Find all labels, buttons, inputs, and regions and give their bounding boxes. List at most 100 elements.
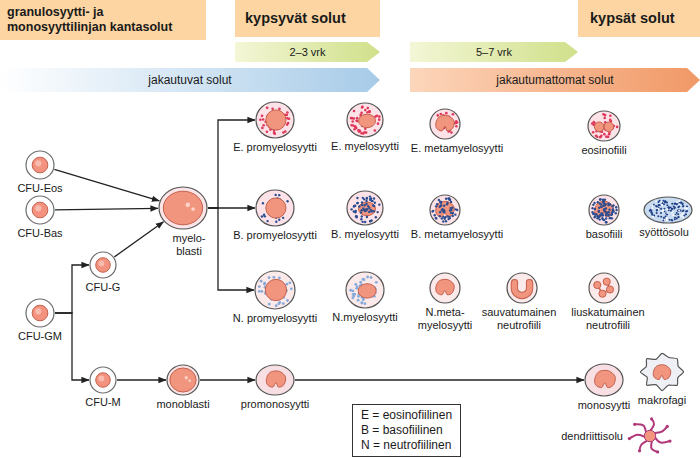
cell-granule [607, 214, 609, 216]
cell-granule [286, 123, 289, 126]
cell-granule [354, 211, 356, 213]
blast-cell: monoblasti [166, 364, 200, 396]
cell-drawing [255, 189, 295, 227]
cell-nucleus [595, 201, 613, 216]
cell-membrane [347, 191, 383, 225]
cell-nucleus [266, 371, 285, 387]
lineage-arrow [55, 313, 89, 380]
cell-granule [363, 209, 365, 211]
cell-label: sauvatumainen neutrofiili [479, 306, 559, 331]
cell-granule [282, 302, 285, 305]
cell-granule [680, 202, 682, 204]
cell-granule [286, 111, 289, 114]
cell-granule [671, 220, 673, 222]
cell-granule [609, 217, 611, 219]
cell-granule [660, 208, 662, 210]
cell-granule [365, 203, 367, 205]
cell-granule [605, 221, 607, 223]
cell-drawing [588, 272, 620, 304]
cell-nucleus [644, 430, 656, 442]
cell-granule [676, 201, 678, 203]
cell-granule [369, 198, 371, 200]
cell-granule [360, 302, 363, 305]
cell-granule [286, 200, 288, 202]
cell-granule [261, 127, 264, 130]
cell-granule [441, 217, 443, 219]
cell-granule [447, 218, 449, 220]
cell-name: E. promyelosyytti [233, 141, 317, 154]
cell-granule [650, 211, 652, 213]
cell-granule [366, 276, 369, 279]
cell-membrane [589, 195, 619, 225]
cell-granule [261, 115, 264, 118]
cell-drawing [255, 101, 295, 139]
cell-granule [353, 110, 356, 113]
cell-granule [373, 197, 375, 199]
cell-name: CFU-GM [18, 330, 62, 343]
cell-granule [604, 114, 607, 117]
cell-granule [456, 121, 459, 124]
cell-name: myelo- blasti [167, 232, 211, 257]
cell-granule [593, 121, 596, 124]
cell-granule [597, 217, 599, 219]
lineage-arrow [208, 120, 255, 208]
cell-drawing [346, 190, 384, 226]
cell-membrane [430, 195, 460, 225]
cell-granule [366, 197, 368, 199]
macrophage-cell: makrofagi [639, 352, 685, 392]
cell-granule [651, 214, 653, 216]
cell-granule [441, 209, 443, 211]
cell-granule [355, 215, 357, 217]
cell-membrane [26, 151, 54, 179]
stem-cell: CFU-M [89, 366, 117, 394]
cell-label: monoblasti [156, 398, 209, 411]
cell-process [629, 435, 644, 439]
cell-membrane [256, 102, 294, 138]
cell-granule [607, 135, 610, 138]
abbreviation-text: N = neutrofiilinen [361, 438, 452, 453]
time-arrow: 5–7 vrk [410, 42, 578, 62]
cell-granule [456, 209, 458, 211]
cell-name: B. myelosyytti [331, 228, 399, 241]
cell-granule [609, 119, 612, 122]
granulocyte-cell: B. promyelosyytti [255, 189, 295, 227]
cell-membrane [167, 365, 199, 395]
cell-granule [366, 111, 369, 114]
cell-granule [362, 132, 365, 135]
cell-granule [662, 219, 664, 221]
cell-granule [435, 217, 437, 219]
cell-granule [683, 214, 685, 216]
cell-granule [658, 208, 660, 210]
cell-granule [445, 220, 447, 222]
cell-granule [277, 302, 280, 305]
cell-granule [599, 214, 601, 216]
cell-nucleus [358, 284, 376, 298]
cell-membrane [90, 252, 116, 278]
cell-granule [448, 198, 450, 200]
cell-granule [354, 283, 357, 286]
cell-nucleus [266, 198, 286, 218]
cell-granule [661, 204, 663, 206]
abbreviation-box: E = eosinofiilinenB = basofiilinenN = ne… [352, 404, 461, 457]
granulocyte-cell: E. metamyelosyytti [429, 108, 461, 140]
stem-cell: CFU-GM [25, 298, 55, 328]
cell-granule [608, 211, 610, 213]
cell-granule [598, 206, 600, 208]
cell-granule [362, 278, 365, 281]
cell-granule [369, 198, 371, 200]
cell-granule [649, 210, 651, 212]
cell-nucleolus [185, 376, 188, 379]
cell-granule [671, 208, 673, 210]
cell-process [650, 417, 653, 420]
cell-granule [282, 217, 284, 219]
cell-granule [682, 205, 684, 207]
cell-drawing [429, 108, 461, 140]
cell-granule [666, 204, 668, 206]
cell-granule [370, 197, 372, 199]
cell-drawing [345, 271, 385, 309]
cell-granule [262, 202, 264, 204]
cell-name: N.meta- myelosyytti [413, 306, 477, 331]
cell-granule [373, 210, 375, 212]
cell-granule [354, 205, 356, 207]
cell-granule [665, 213, 667, 215]
